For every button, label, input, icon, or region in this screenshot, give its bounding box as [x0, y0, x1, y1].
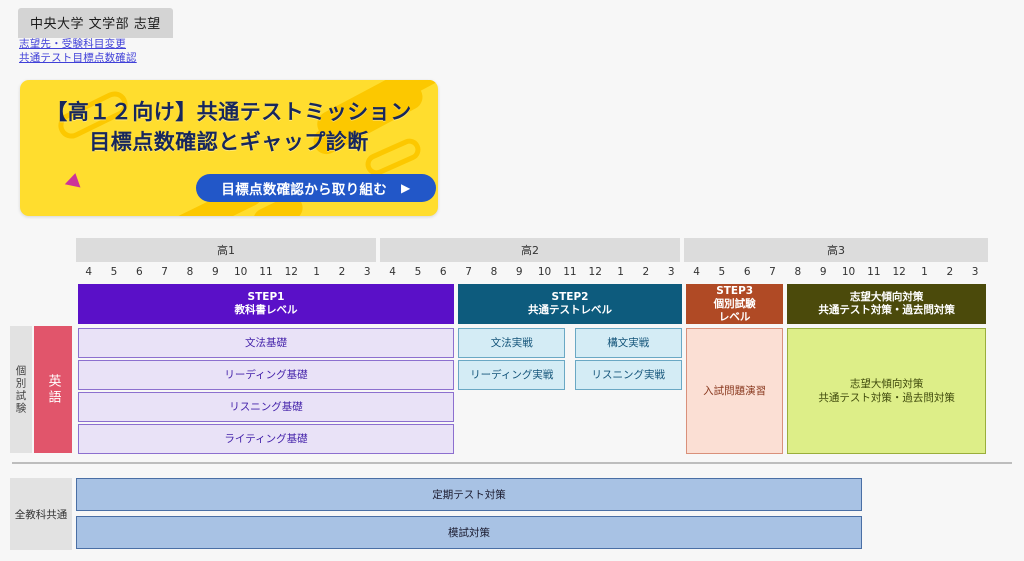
common-section-label: 全教科共通 [10, 478, 72, 550]
banner-line-1: 【高１２向け】共通テストミッション [46, 100, 412, 124]
task-bar[interactable]: ライティング基礎 [78, 424, 454, 454]
month-tick: 12 [588, 266, 602, 278]
month-tick: 12 [892, 266, 906, 278]
section-divider [12, 462, 1012, 464]
task-bar[interactable]: リーディング実戦 [458, 360, 566, 390]
task-bar-label: ライティング基礎 [224, 433, 308, 445]
grade-header-2: 高2 [380, 238, 684, 262]
step-header-line: STEP3 [716, 284, 754, 297]
month-tick: 2 [642, 266, 650, 278]
task-bar[interactable]: 入試問題演習 [686, 328, 784, 454]
month-tick: 11 [259, 266, 273, 278]
month-tick: 10 [841, 266, 856, 278]
task-bar[interactable]: 文法基礎 [78, 328, 454, 358]
step-header-line: 志望大傾向対策 [849, 291, 924, 303]
task-bar-label: 文法基礎 [245, 337, 287, 349]
month-tick: 9 [819, 266, 827, 278]
task-bar-label: 入試問題演習 [703, 385, 767, 397]
banner-line-2: 目標点数確認とギャップ診断 [89, 130, 369, 154]
month-tick: 4 [85, 266, 92, 278]
month-tick: 3 [363, 266, 371, 278]
month-tick: 8 [186, 266, 194, 278]
step-header-line: 共通テストレベル [528, 304, 612, 316]
month-tick: 10 [233, 266, 248, 278]
task-bar-label: リスニング実戦 [591, 369, 666, 381]
month-tick: 9 [211, 266, 219, 278]
task-bar-label: リスニング基礎 [229, 401, 303, 413]
task-bar[interactable]: リーディング基礎 [78, 360, 454, 390]
common-bar-mock-exam[interactable]: 模試対策 [76, 516, 862, 549]
month-tick: 7 [769, 266, 776, 278]
month-tick: 12 [284, 266, 298, 278]
promo-banner[interactable]: 【高１２向け】共通テストミッション 目標点数確認とギャップ診断 目標点数確認から… [20, 80, 438, 216]
cta-button[interactable]: 目標点数確認から取り組む ▶ [196, 174, 436, 202]
task-bar-label: 志望大傾向対策 [849, 378, 924, 390]
step-header-line: STEP2 [551, 291, 589, 303]
month-tick: 2 [338, 266, 346, 278]
month-tick: 9 [515, 266, 523, 278]
month-tick: 5 [414, 266, 422, 278]
common-section: 全教科共通 定期テスト対策 模試対策 [0, 478, 1024, 550]
link-change-target[interactable]: 志望先・受験科目変更 [19, 38, 126, 50]
month-tick: 2 [946, 266, 954, 278]
month-tick: 11 [563, 266, 577, 278]
subject-label-english: 英語 [34, 326, 72, 453]
month-tick: 6 [743, 266, 751, 278]
task-bar-label: 共通テスト対策・過去問対策 [818, 392, 955, 404]
subject-block-english: 個別試験 英語 文法基礎リーディング基礎リスニング基礎ライティング基礎 文法実戦 構… [0, 326, 1024, 454]
task-bar-label: 構文実戦 [607, 337, 650, 349]
month-tick: 1 [921, 266, 928, 278]
month-tick: 5 [718, 266, 726, 278]
common-bar-regular-test[interactable]: 定期テスト対策 [76, 478, 862, 511]
step-header-step4: 志望大傾向対策共通テスト対策・過去問対策 [787, 284, 986, 324]
banner-triangle-decor [64, 171, 84, 188]
task-bar-label: リーディング実戦 [470, 369, 554, 381]
grade-header-1: 高1 [76, 238, 380, 262]
month-tick: 4 [389, 266, 396, 278]
month-tick: 6 [439, 266, 447, 278]
step-header-line: レベル [718, 310, 751, 323]
month-tick: 3 [971, 266, 979, 278]
month-tick: 11 [867, 266, 881, 278]
step-header-line: STEP1 [247, 291, 285, 303]
month-tick: 8 [490, 266, 498, 278]
month-tick: 10 [537, 266, 552, 278]
play-triangle-icon: ▶ [401, 181, 411, 195]
banner-heading: 【高１２向け】共通テストミッション 目標点数確認とギャップ診断 [20, 80, 438, 157]
step-header-line: 共通テスト対策・過去問対策 [818, 304, 955, 316]
month-tick: 4 [693, 266, 700, 278]
month-tick: 1 [617, 266, 624, 278]
category-label-individual-exam: 個別試験 [10, 326, 32, 453]
month-tick: 8 [794, 266, 802, 278]
task-bar[interactable]: 文法実戦 [458, 328, 566, 358]
link-target-score[interactable]: 共通テスト目標点数確認 [19, 51, 137, 64]
month-tick: 3 [667, 266, 675, 278]
month-tick: 7 [161, 266, 168, 278]
task-bar-label: リーディング基礎 [224, 369, 308, 381]
nav-link-list: 志望先・受験科目変更 共通テスト目標点数確認 [19, 38, 137, 65]
grade-header-3: 高3 [684, 238, 988, 262]
step-header-line: 個別試験 [713, 297, 756, 310]
step-header-line: 教科書レベル [234, 304, 298, 316]
task-bar[interactable]: リスニング実戦 [574, 360, 682, 390]
task-bar[interactable]: 志望大傾向対策共通テスト対策・過去問対策 [787, 328, 986, 454]
task-bar[interactable]: リスニング基礎 [78, 392, 454, 422]
school-tab[interactable]: 中央大学 文学部 志望 [18, 8, 173, 38]
task-bar-label: 文法実戦 [490, 337, 533, 349]
month-tick: 7 [465, 266, 472, 278]
month-tick: 5 [110, 266, 118, 278]
month-tick: 1 [313, 266, 320, 278]
task-bar[interactable]: 構文実戦 [574, 328, 682, 358]
month-tick: 6 [135, 266, 143, 278]
cta-label: 目標点数確認から取り組む [221, 182, 388, 198]
